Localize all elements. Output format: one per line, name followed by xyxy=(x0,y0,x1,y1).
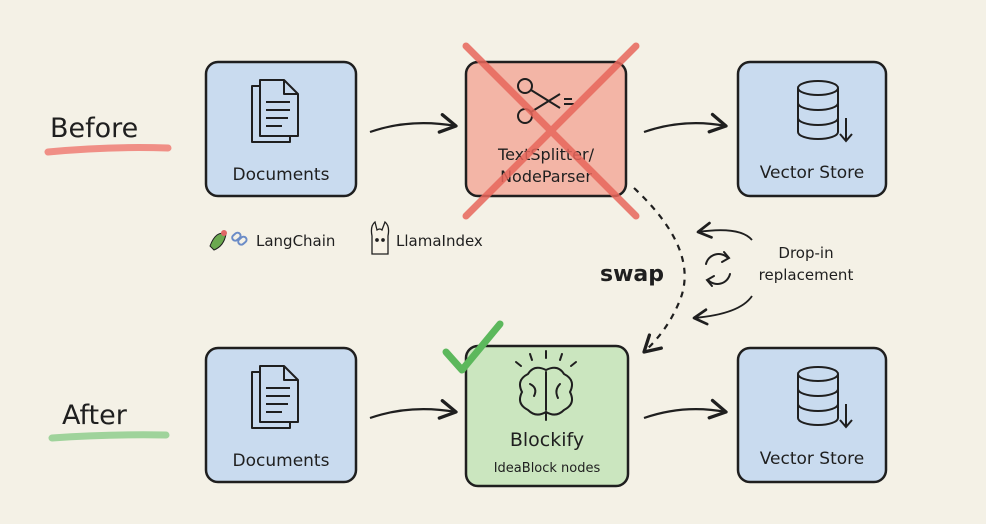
database-icon xyxy=(797,366,853,429)
after-underline xyxy=(48,431,170,442)
after-store-label: Vector Store xyxy=(760,449,865,469)
blockify-box: Blockify IdeaBlock nodes xyxy=(464,344,630,488)
before-underline xyxy=(44,144,172,156)
before-store-label: Vector Store xyxy=(760,163,865,183)
arrow-splitter-to-store xyxy=(643,112,728,134)
document-stack-icon xyxy=(251,79,299,143)
database-icon xyxy=(797,80,853,143)
splitter-label-line2: NodeParser xyxy=(500,167,592,186)
blockify-sublabel: IdeaBlock nodes xyxy=(494,461,601,476)
arrow-docs-to-blockify xyxy=(369,399,458,420)
swap-note-line2: replacement xyxy=(759,266,854,284)
bracket-arrow-top xyxy=(696,221,753,241)
refresh-cycle-icon xyxy=(705,251,731,287)
after-documents-box: Documents xyxy=(204,346,358,484)
before-label: Before xyxy=(50,113,138,144)
framework-langchain: LangChain xyxy=(256,232,335,250)
brain-icon xyxy=(515,350,577,421)
after-label: After xyxy=(62,400,128,431)
parrot-link-icon xyxy=(209,230,248,251)
framework-llamaindex: LlamaIndex xyxy=(396,232,483,250)
swap-label: swap xyxy=(600,262,664,287)
cross-out-mark xyxy=(462,42,640,220)
before-store-box: Vector Store xyxy=(736,60,888,198)
swap-note-line1: Drop-in xyxy=(778,244,833,262)
after-store-box: Vector Store xyxy=(736,346,888,484)
blockify-label: Blockify xyxy=(510,429,584,451)
before-documents-label: Documents xyxy=(233,165,330,185)
document-stack-icon xyxy=(251,365,299,429)
arrow-docs-to-splitter xyxy=(369,113,458,134)
llama-icon xyxy=(370,220,390,255)
arrow-blockify-to-store xyxy=(643,398,728,420)
before-row-label: Before xyxy=(44,113,172,156)
scissors-icon xyxy=(517,78,574,124)
checkmark-icon xyxy=(442,320,504,374)
before-documents-box: Documents xyxy=(204,60,358,198)
after-documents-label: Documents xyxy=(233,451,330,471)
swap-dashed-arrow xyxy=(633,187,686,354)
frameworks-row: LangChain LlamaIndex xyxy=(209,220,483,255)
bracket-arrow-bottom xyxy=(692,295,753,326)
after-row-label: After xyxy=(48,400,170,442)
